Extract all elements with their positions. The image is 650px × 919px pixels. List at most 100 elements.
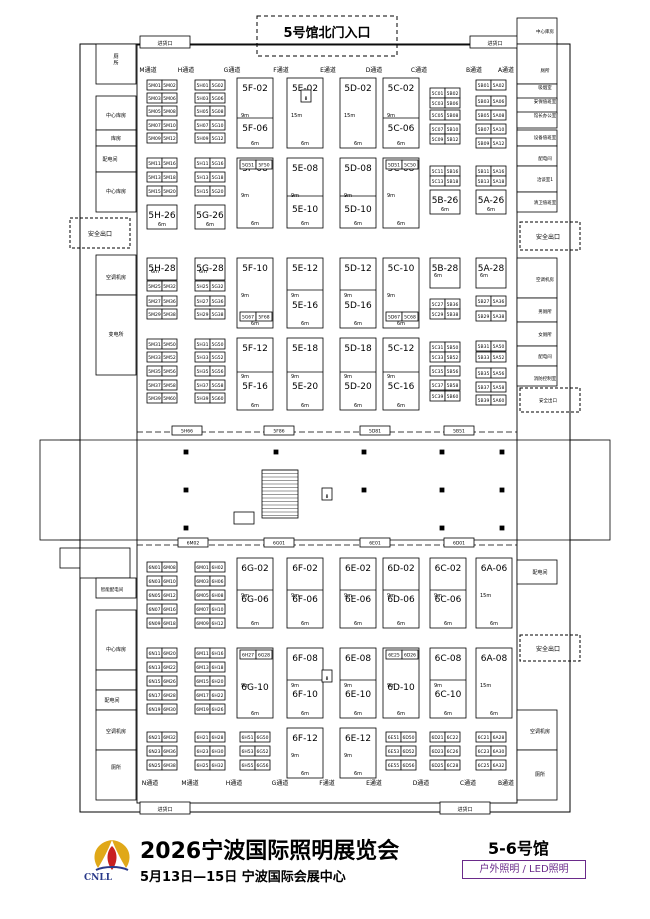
small-booth-label: 5B08 [447, 113, 459, 119]
small-booth-label: 5C33 [432, 355, 444, 361]
stair-block [261, 469, 299, 519]
small-booth-label: 5H35 [197, 369, 209, 375]
booth-label: 5A-26 [478, 196, 505, 206]
small-booth [209, 280, 226, 292]
small-booth [209, 79, 226, 91]
down-arrow-icon: ⬇ [325, 676, 329, 682]
corridor-label: G通道 [272, 779, 289, 787]
booth [236, 157, 274, 229]
booth-dim: 6m [444, 621, 452, 627]
left-service-room [95, 294, 137, 376]
small-booth [209, 392, 226, 404]
small-booth-label: 5M27 [148, 299, 161, 305]
booth-dim: 6m [490, 711, 498, 717]
small-booth-label: 5C27 [432, 302, 444, 308]
small-booth-label: 5G52 [211, 355, 223, 361]
small-booth [490, 175, 507, 187]
booth-label: 5C-12 [388, 344, 415, 354]
left-service-room [79, 547, 131, 579]
right-service-room [516, 43, 558, 85]
small-booth-label: 5A60 [493, 398, 505, 404]
small-booth-label: 6G56 [256, 763, 268, 769]
small-booth-label: 5M05 [148, 109, 161, 115]
small-booth [490, 109, 507, 121]
north-entrance-box [256, 15, 398, 57]
booth-label: 6C-08 [435, 654, 462, 664]
small-booth [209, 308, 226, 320]
hall-outer-wall [79, 43, 571, 813]
booth-label: 5E-18 [292, 344, 318, 354]
small-booth-label: 5C01 [432, 91, 444, 97]
small-booth-label: 5M03 [148, 96, 161, 102]
booth-label: 6A-08 [481, 654, 508, 664]
left-service-room [95, 669, 137, 691]
small-booth-label: 6H06 [212, 579, 224, 585]
small-booth-label: 5B11 [478, 169, 490, 175]
small-booth [171, 425, 203, 436]
booth-label: 6D-06 [387, 595, 415, 605]
left-service-room [95, 171, 137, 213]
small-booth [490, 731, 507, 743]
booth-label: 6E-10 [345, 690, 371, 700]
booth [236, 557, 274, 629]
small-booth-label: 6D01 [453, 541, 465, 547]
room-label: 空调机房 [106, 274, 126, 281]
booth-dim: 9m [241, 193, 249, 199]
booth-dim: 6m [397, 403, 405, 409]
small-booth [209, 647, 226, 659]
small-booth [490, 351, 507, 363]
corridor-label: G通道 [224, 66, 241, 74]
left-service-room [59, 547, 81, 569]
small-booth [490, 79, 507, 91]
booth-dim: 6m [301, 221, 309, 227]
booth-label: 6G-06 [241, 595, 269, 605]
left-service-room [95, 749, 137, 801]
small-booth-label: 5G06 [211, 96, 223, 102]
small-booth [209, 132, 226, 144]
small-booth-label: 5M06 [163, 96, 176, 102]
small-booth [161, 561, 178, 573]
safety-exit-left [69, 217, 131, 249]
small-booth [255, 159, 273, 170]
right-service-room [516, 365, 558, 387]
small-booth-label: 5G18 [211, 175, 223, 181]
booth-dim: 6m [354, 321, 362, 327]
booth [146, 204, 178, 230]
booth-label: 5B-26 [432, 196, 459, 206]
down-arrow-icon: ⬇ [304, 96, 308, 102]
room-label: 空调机房 [536, 276, 554, 283]
safety-exit-label: 安全出口 [536, 645, 560, 653]
small-booth [490, 340, 507, 352]
small-booth-label: 5G38 [211, 312, 223, 318]
small-booth [444, 351, 461, 363]
small-booth-label: 5B02 [447, 91, 459, 97]
small-booth-label: 5C13 [432, 179, 444, 185]
corridor-label: A通道 [498, 66, 514, 74]
small-booth [209, 365, 226, 377]
booth-label: 6D-02 [387, 564, 414, 574]
booth-label: 5C-10 [388, 264, 415, 274]
room-label: 中心库房 [106, 188, 126, 195]
small-booth-label: 5G50 [211, 342, 223, 348]
small-booth [209, 731, 226, 743]
down-arrow-icon: ⬇ [325, 494, 329, 500]
booth-dim: 9m [241, 374, 249, 380]
small-booth-label: 5H29 [197, 312, 209, 318]
booth-dim: 15m [480, 683, 491, 689]
small-booth-label: 6D25 [431, 763, 443, 769]
small-booth-label: 6M17 [196, 693, 209, 699]
hall-inner-wall [136, 44, 518, 804]
small-booth-label: 6H25 [197, 763, 209, 769]
corridor-label: E通道 [320, 66, 336, 74]
small-booth-label: 5B09 [478, 141, 490, 147]
booth-dim: 9m [387, 113, 395, 119]
room-label-toilet: 厕所 [113, 54, 118, 67]
booth-label: 5B-28 [432, 264, 459, 274]
safety-exit-label: 安全出口 [536, 233, 560, 241]
small-booth-label: 5M20 [163, 189, 176, 195]
small-booth-label: 5B39 [478, 398, 490, 404]
arrow-marker [321, 487, 333, 501]
booth-dim: 9m [291, 683, 299, 689]
booth-dim: 9m [344, 683, 352, 689]
small-booth-label: 5A12 [493, 141, 505, 147]
